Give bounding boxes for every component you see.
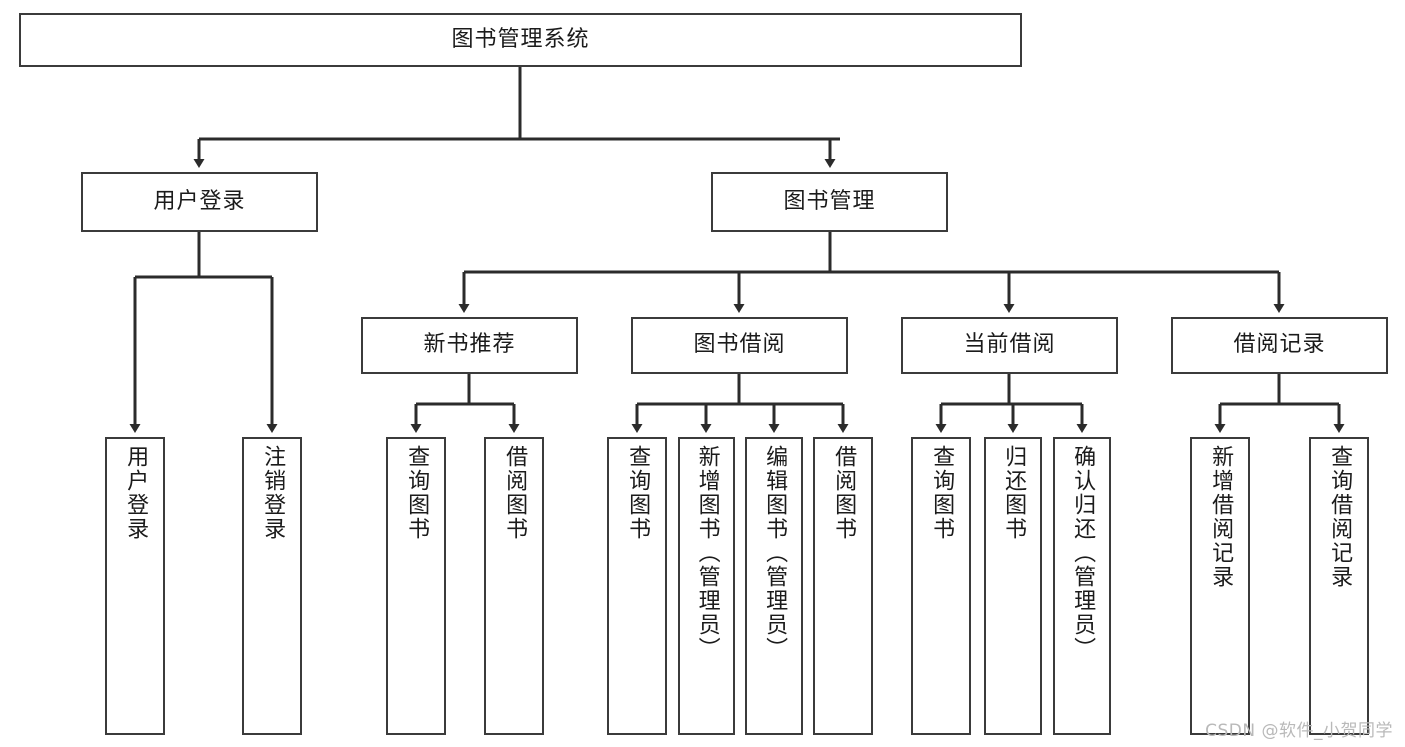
leaf-borrow-query-book[interactable]: 查询图书	[607, 437, 667, 735]
node-book-management-label: 图书管理	[783, 188, 876, 214]
node-new-book-recommend-label: 新书推荐	[423, 332, 516, 358]
leaf-borrow-lend-book[interactable]: 借阅图书	[813, 437, 873, 735]
leaf-current-confirm-return-admin-label: 确认归还（管理员）	[1070, 445, 1096, 661]
leaf-borrow-add-book-admin-label: 新增图书（管理员）	[694, 445, 720, 661]
node-borrow-records-label: 借阅记录	[1233, 332, 1326, 358]
leaf-records-add-record-label: 新增借阅记录	[1208, 445, 1234, 589]
leaf-newbook-borrow-book[interactable]: 借阅图书	[484, 437, 544, 735]
leaf-logout[interactable]: 注销登录	[242, 437, 302, 735]
node-current-borrow[interactable]: 当前借阅	[901, 317, 1118, 374]
leaf-records-add-record[interactable]: 新增借阅记录	[1190, 437, 1250, 735]
leaf-newbook-query-book-label: 查询图书	[404, 445, 430, 541]
node-root[interactable]: 图书管理系统	[19, 13, 1022, 67]
leaf-current-return-book[interactable]: 归还图书	[984, 437, 1042, 735]
leaf-logout-label: 注销登录	[260, 445, 286, 541]
node-book-borrow-label: 图书借阅	[693, 332, 786, 358]
node-new-book-recommend[interactable]: 新书推荐	[361, 317, 578, 374]
node-root-label: 图书管理系统	[451, 26, 590, 52]
leaf-current-confirm-return-admin[interactable]: 确认归还（管理员）	[1053, 437, 1111, 735]
node-book-management[interactable]: 图书管理	[711, 172, 948, 232]
leaf-borrow-lend-book-label: 借阅图书	[831, 445, 857, 541]
leaf-borrow-edit-book-admin-label: 编辑图书（管理员）	[762, 445, 788, 661]
leaf-records-query-record[interactable]: 查询借阅记录	[1309, 437, 1369, 735]
node-book-borrow[interactable]: 图书借阅	[631, 317, 848, 374]
leaf-newbook-borrow-book-label: 借阅图书	[502, 445, 528, 541]
leaf-current-query-book[interactable]: 查询图书	[911, 437, 971, 735]
leaf-records-query-record-label: 查询借阅记录	[1327, 445, 1353, 589]
node-borrow-records[interactable]: 借阅记录	[1171, 317, 1388, 374]
watermark: CSDN @软件_小贺同学	[1205, 721, 1393, 741]
node-user-login[interactable]: 用户登录	[81, 172, 318, 232]
leaf-current-query-book-label: 查询图书	[929, 445, 955, 541]
leaf-borrow-add-book-admin[interactable]: 新增图书（管理员）	[678, 437, 735, 735]
leaf-borrow-edit-book-admin[interactable]: 编辑图书（管理员）	[745, 437, 803, 735]
node-current-borrow-label: 当前借阅	[963, 332, 1056, 358]
node-user-login-label: 用户登录	[153, 188, 246, 214]
leaf-current-return-book-label: 归还图书	[1001, 445, 1027, 541]
leaf-user-login[interactable]: 用户登录	[105, 437, 165, 735]
leaf-user-login-label: 用户登录	[123, 445, 149, 541]
leaf-borrow-query-book-label: 查询图书	[625, 445, 651, 541]
leaf-newbook-query-book[interactable]: 查询图书	[386, 437, 446, 735]
